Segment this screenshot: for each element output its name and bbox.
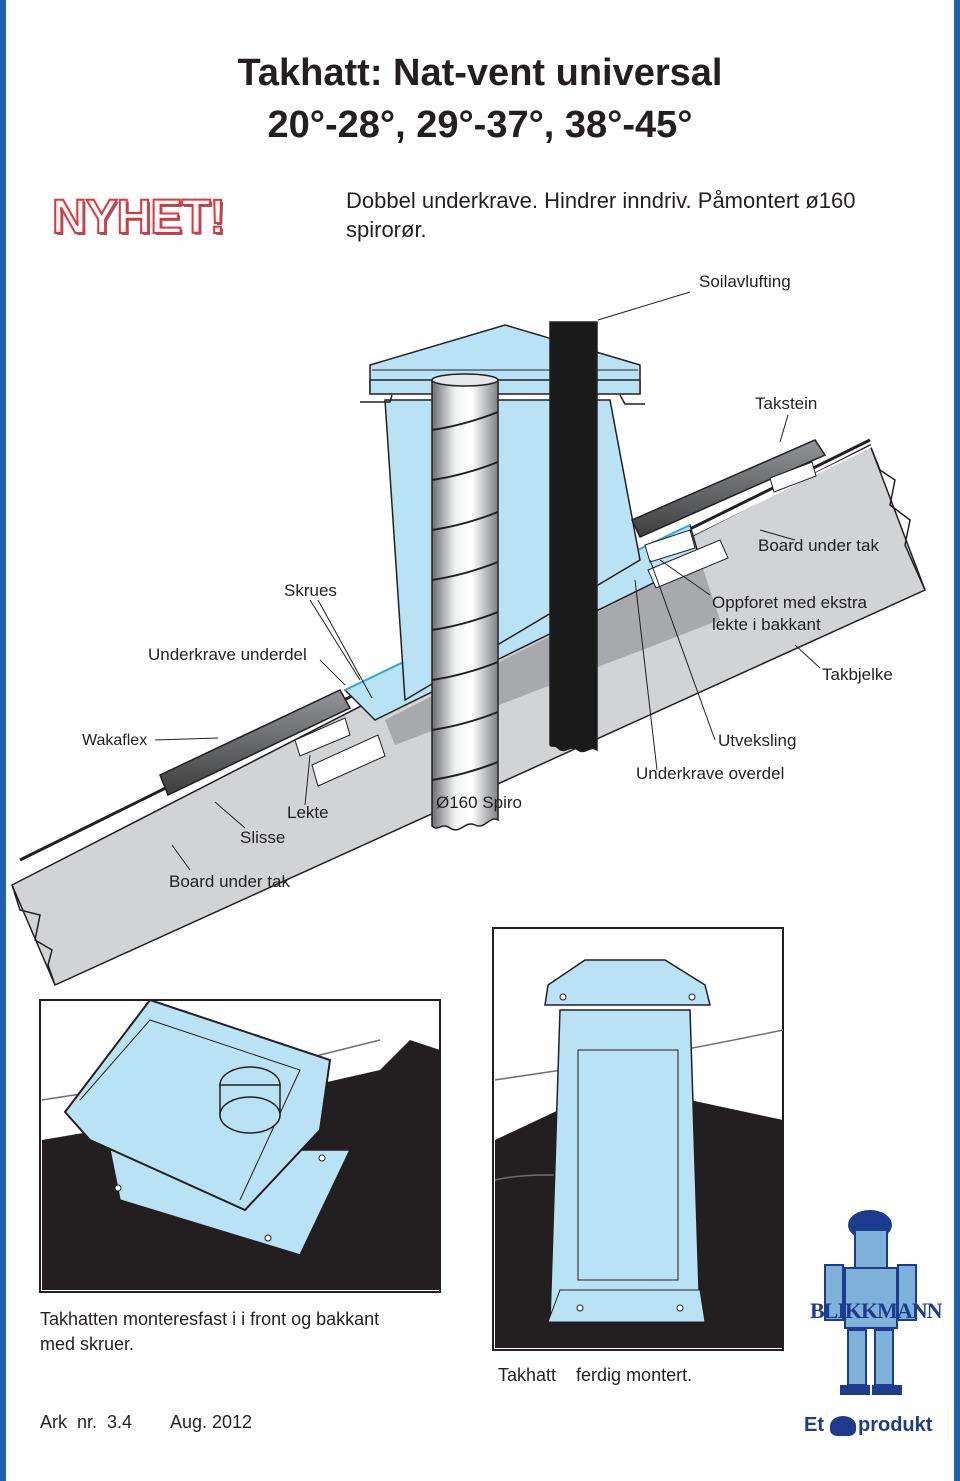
label-underkrave-overdel: Underkrave overdel <box>636 764 785 783</box>
spiro-pipe <box>431 373 499 831</box>
label-skrues: Skrues <box>284 581 337 600</box>
label-underkrave-underdel: Underkrave underdel <box>148 645 307 664</box>
label-lekte: Lekte <box>287 803 329 822</box>
photo-finished <box>492 927 784 1351</box>
caption-mounting-line1: Takhatten monteresfast i i front og bakk… <box>40 1309 380 1329</box>
label-board-under-tak-left: Board under tak <box>169 872 290 891</box>
label-oppforet-line2: lekte i bakkant <box>712 615 821 634</box>
label-oppforet-line1: Oppforet med ekstra <box>712 593 867 612</box>
photo-mounting <box>39 998 441 1293</box>
footer-ark: Ark nr. 3.4 <box>40 1412 133 1432</box>
blikkmann-mascot <box>824 1210 917 1395</box>
label-utveksling: Utveksling <box>718 731 797 750</box>
soil-vent-pipe <box>549 321 598 753</box>
caption-mounting-line2: med skruer. <box>40 1334 135 1354</box>
label-spiro: Ø160 Spiro <box>436 793 522 812</box>
label-takstein: Takstein <box>755 394 818 413</box>
angle-ranges: 20°-28°, 29°-37°, 38°-45° <box>267 104 693 146</box>
page-title: Takhatt: Nat-vent universal <box>237 52 723 94</box>
takstein-right <box>630 439 827 589</box>
brand-tagline-left: Et <box>804 1414 824 1436</box>
product-subtitle: Dobbel underkrave. Hindrer inndriv. Påmo… <box>346 188 856 242</box>
brand-tagline-right: produkt <box>858 1414 933 1436</box>
label-soilavlufting: Soilavlufting <box>699 272 791 291</box>
takstein-left <box>159 689 386 797</box>
brand-logo-icon <box>830 1416 856 1436</box>
footer-date: Aug. 2012 <box>170 1412 253 1432</box>
label-takbjelke: Takbjelke <box>822 665 893 684</box>
page-frame-left <box>0 0 6 1481</box>
brand-mascot-name: BLIKKMANN <box>810 1298 943 1323</box>
label-board-under-tak-right: Board under tak <box>758 536 879 555</box>
leader-lines <box>154 291 821 871</box>
nyhet-badge: NYHET! <box>51 190 227 245</box>
caption-finished: Takhatt ferdig montert. <box>498 1365 693 1385</box>
label-wakaflex: Wakaflex <box>82 732 148 749</box>
label-slisse: Slisse <box>240 828 286 847</box>
caption-mounting: Takhatten monteresfast i i front og bakk… <box>40 1307 460 1357</box>
page-frame-right <box>954 0 960 1481</box>
